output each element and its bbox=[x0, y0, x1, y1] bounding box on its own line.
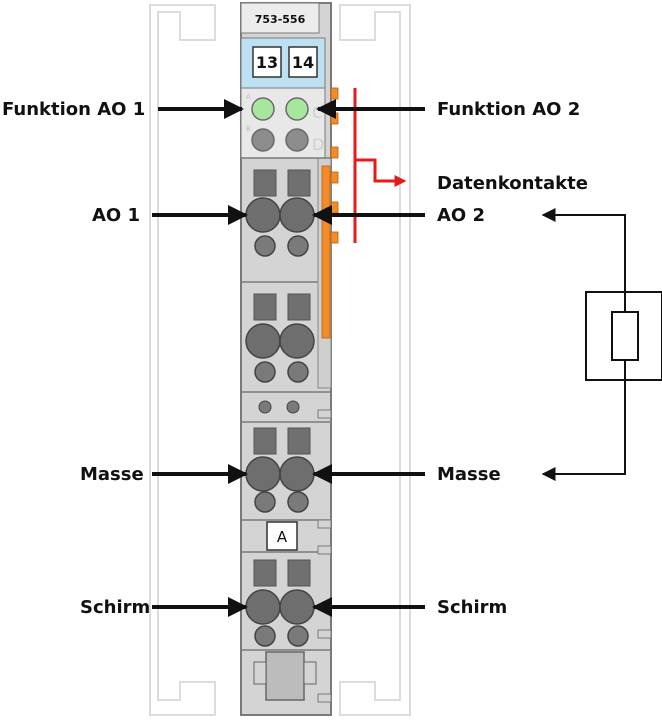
terminal-block-3 bbox=[245, 427, 315, 513]
release-slot bbox=[253, 293, 277, 321]
clamp-ao2 bbox=[279, 197, 315, 233]
label-ao2: AO 2 bbox=[437, 205, 485, 226]
clamp-ao1 bbox=[245, 197, 281, 233]
label-ground-left: Masse bbox=[80, 464, 144, 485]
right-annotations: Funktion AO 2 Datenkontakte AO 2 Masse S… bbox=[312, 99, 588, 618]
led-b bbox=[251, 128, 275, 152]
led-c bbox=[285, 97, 309, 121]
release-slot bbox=[287, 427, 311, 455]
marker-label: A bbox=[277, 528, 288, 546]
label-data-contacts: Datenkontakte bbox=[437, 173, 588, 194]
label-ground-right: Masse bbox=[437, 464, 501, 485]
data-contact-indicator bbox=[353, 88, 407, 243]
test-hole bbox=[287, 491, 309, 513]
terminal-block-1 bbox=[241, 157, 331, 257]
release-slot bbox=[287, 293, 311, 321]
label-function-ao1: Funktion AO 1 bbox=[2, 99, 145, 120]
label-shield-left: Schirm bbox=[80, 597, 150, 618]
din-rail bbox=[149, 4, 411, 716]
led-letter-a: A bbox=[246, 93, 251, 101]
clamp-shield-2 bbox=[279, 589, 315, 625]
label-function-ao2: Funktion AO 2 bbox=[437, 99, 580, 120]
test-hole bbox=[287, 625, 309, 647]
channel-14-label: 14 bbox=[292, 53, 314, 72]
separator-section bbox=[241, 391, 331, 423]
led-letter-b: B bbox=[246, 125, 251, 133]
release-slot bbox=[253, 559, 277, 587]
terminal-block-2 bbox=[241, 281, 318, 383]
channel-13-label: 13 bbox=[256, 53, 278, 72]
marker-box bbox=[266, 521, 298, 551]
clamp bbox=[245, 323, 281, 359]
part-number: 753-556 bbox=[255, 13, 306, 26]
power-contact-strip bbox=[321, 165, 331, 339]
channel-14-box bbox=[288, 46, 318, 78]
resistor-icon bbox=[611, 311, 639, 361]
test-hole bbox=[287, 235, 309, 257]
left-annotations: Funktion AO 1 AO 1 Masse Schirm bbox=[2, 99, 248, 618]
test-hole bbox=[254, 625, 276, 647]
channel-13-box bbox=[252, 46, 282, 78]
right-edge-notches bbox=[317, 409, 332, 703]
clamp-shield-1 bbox=[245, 589, 281, 625]
clamp bbox=[279, 323, 315, 359]
led-letter-d: D bbox=[312, 135, 324, 154]
clamp-ground-2 bbox=[279, 456, 315, 492]
release-slot bbox=[253, 169, 277, 197]
module-top-label bbox=[240, 2, 320, 34]
label-ao1: AO 1 bbox=[92, 205, 140, 226]
bottom-latch bbox=[241, 649, 331, 701]
io-module: 753-556 13 14 A B C D bbox=[240, 2, 339, 716]
release-slot bbox=[253, 427, 277, 455]
clamp-ground-1 bbox=[245, 456, 281, 492]
test-hole bbox=[254, 491, 276, 513]
load-circuit bbox=[541, 208, 662, 481]
release-slot bbox=[287, 559, 311, 587]
test-hole bbox=[287, 361, 309, 383]
wire-bottom bbox=[541, 380, 626, 481]
label-shield-right: Schirm bbox=[437, 597, 507, 618]
led-a bbox=[251, 97, 275, 121]
led-letter-c: C bbox=[312, 103, 323, 122]
release-slot bbox=[287, 169, 311, 197]
test-hole bbox=[254, 361, 276, 383]
test-hole bbox=[254, 235, 276, 257]
led-d bbox=[285, 128, 309, 152]
wire-top bbox=[541, 208, 626, 292]
marker-section: A bbox=[241, 519, 331, 553]
